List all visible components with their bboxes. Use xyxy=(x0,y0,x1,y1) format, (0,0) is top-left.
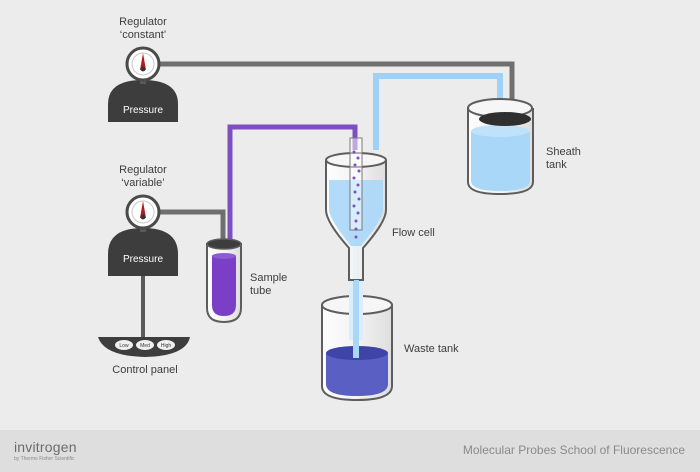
flow-cytometer-diagram: Low Med High xyxy=(98,16,581,402)
brand-subtitle: by Thermo Fisher Scientific xyxy=(14,456,75,462)
brand-logo: invitrogen xyxy=(14,439,77,455)
svg-text:High: High xyxy=(161,343,172,349)
diagram-canvas: Low Med High xyxy=(98,46,534,402)
control-button-med[interactable]: Med xyxy=(136,340,154,350)
footer-bar: invitrogen by Thermo Fisher Scientific M… xyxy=(0,430,700,472)
flow-cell-label: Flow cell xyxy=(392,227,435,239)
control-panel-label: Control panel xyxy=(112,364,178,376)
control-button-low[interactable]: Low xyxy=(115,340,133,350)
sheath-tank-label: Sheath tank xyxy=(546,146,581,171)
pressure-label-bottom: Pressure xyxy=(122,254,163,265)
sample-tube xyxy=(206,238,242,324)
sheath-tank xyxy=(467,98,534,196)
pressure-label-top: Pressure xyxy=(122,105,163,116)
control-button-high[interactable]: High xyxy=(157,340,175,350)
svg-text:Med: Med xyxy=(140,343,150,349)
pressure-dome-top xyxy=(108,80,178,122)
waste-stream xyxy=(354,280,359,354)
cell-particles xyxy=(352,150,361,239)
waste-tank-label: Waste tank xyxy=(404,343,459,355)
school-title: Molecular Probes School of Fluorescence xyxy=(462,443,685,457)
sample-tube-label: Sample tube xyxy=(250,272,288,297)
regulator-constant-label: Regulator ‘constant’ xyxy=(119,16,167,41)
pressure-dome-bottom xyxy=(108,228,178,276)
svg-text:Low: Low xyxy=(119,343,129,349)
regulator-variable-label: Regulator ‘variable’ xyxy=(119,164,167,189)
gas-line-variable xyxy=(160,209,226,248)
pressure-gauge-top xyxy=(125,46,161,82)
pressure-gauge-bottom xyxy=(125,194,161,230)
